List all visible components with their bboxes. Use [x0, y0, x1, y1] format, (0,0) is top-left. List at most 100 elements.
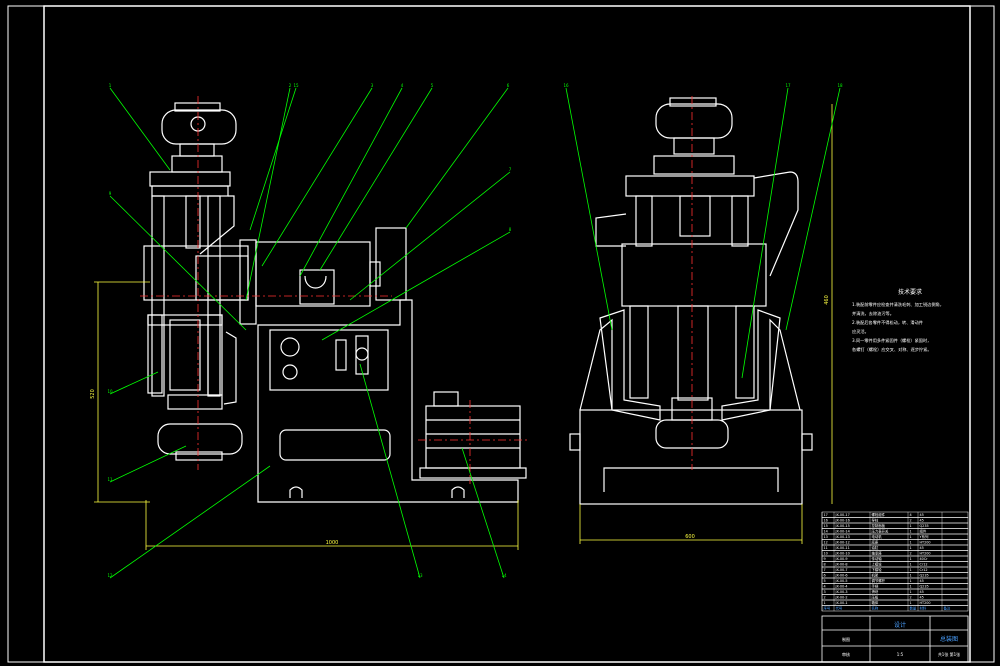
inner-border — [43, 5, 971, 663]
motor-base — [419, 467, 527, 479]
gearbox-shaft-end — [369, 261, 381, 287]
parts-cell: JX-00-12 — [835, 541, 850, 545]
handle — [199, 195, 235, 255]
parts-cell: 油缸 — [872, 545, 879, 550]
parts-cell: 5 — [824, 579, 826, 583]
parts-header-cell: 代号 — [836, 606, 843, 611]
parts-cell: 控制面板 — [872, 523, 886, 528]
gearbox-flange — [239, 239, 257, 325]
parts-cell: JX-00-2 — [835, 596, 848, 600]
parts-cell: 6 — [824, 574, 826, 578]
r-base-knob-left — [569, 433, 581, 451]
parts-cell: 1 — [910, 579, 912, 583]
title-block — [821, 615, 969, 663]
callout-number: 13 — [417, 573, 423, 578]
parts-header-cell: 名称 — [872, 606, 879, 611]
parts-cell: 手柄 — [872, 584, 879, 589]
parts-cell: 1 — [910, 574, 912, 578]
front-view — [143, 102, 527, 503]
r-lower-col-left — [629, 305, 649, 399]
parts-cell: 1 — [910, 524, 912, 528]
parts-cell: JX-00-9 — [835, 557, 848, 561]
leader-lines — [109, 87, 841, 579]
parts-cell: JX-00-4 — [835, 585, 848, 589]
leader-line — [261, 87, 373, 267]
callout-number: 11 — [107, 477, 113, 482]
callout-number: 10 — [107, 389, 113, 394]
parts-header-cell: 数量 — [910, 606, 917, 611]
parts-cell: 2 — [910, 596, 912, 600]
main-block-inner — [195, 255, 249, 301]
callout-number: 3 — [371, 83, 374, 88]
parts-cell: 滑块 — [872, 589, 879, 594]
r-top-wheel-cap — [669, 97, 717, 107]
tb-scale: 1:5 — [897, 652, 904, 657]
parts-cell: 16 — [824, 519, 828, 523]
parts-cell: JX-00-16 — [835, 519, 850, 523]
parts-cell: Q235 — [920, 524, 929, 528]
callout-number: 9 — [109, 191, 112, 196]
parts-cell: 压板 — [872, 595, 879, 600]
tb-school: 设计 — [894, 621, 906, 629]
parts-cell: 40Cr — [920, 557, 929, 561]
callout-number: 2 — [289, 83, 292, 88]
parts-cell: 轴承座 — [872, 551, 883, 556]
leader-line — [565, 87, 613, 331]
note-line: 并清洗，去除油污等。 — [852, 310, 894, 317]
parts-cell: 45 — [920, 579, 924, 583]
parts-cell: 10 — [824, 552, 828, 556]
notes-title: 技术要求 — [898, 288, 922, 296]
parts-cell: JX-00-8 — [835, 563, 848, 567]
r-column-left — [635, 195, 653, 247]
leader-line — [461, 447, 505, 579]
leader-line — [299, 87, 403, 277]
parts-cell: 下模轮 — [872, 567, 883, 572]
parts-cell: JX-00-10 — [835, 552, 850, 556]
parts-header-cell: 材料 — [920, 606, 927, 611]
leader-line — [109, 465, 271, 579]
parts-cell: JX-00-3 — [835, 590, 848, 594]
bottom-wheel — [157, 423, 243, 455]
right-dimensions — [579, 104, 833, 544]
leader-line — [319, 87, 433, 271]
parts-cell: HT200 — [920, 552, 931, 556]
parts-cell: 4 — [824, 585, 826, 589]
parts-cell: JX-00-13 — [835, 535, 850, 539]
parts-cell: 2 — [824, 596, 826, 600]
parts-cell: 45 — [920, 519, 924, 523]
parts-cell: Q235 — [920, 585, 929, 589]
parts-cell: JX-00-5 — [835, 579, 848, 583]
leader-line — [109, 195, 247, 331]
note-line: 应灵活。 — [852, 328, 869, 335]
parts-cell: 机架 — [872, 573, 879, 578]
note-line: 1.装配前零件应检查并清洗毛刺、加工锐边倒角， — [852, 301, 944, 308]
pressure-gauge — [280, 337, 300, 357]
parts-cell: 上模轮 — [872, 562, 883, 567]
parts-cell: Y系列 — [920, 534, 929, 539]
parts-cell: JX-00-6 — [835, 574, 848, 578]
left-width-dim-text: 1000 — [326, 540, 339, 546]
parts-cell: 17 — [824, 513, 828, 517]
parts-cell: 13 — [824, 535, 828, 539]
parts-cell: 1 — [910, 601, 912, 605]
side-view — [569, 97, 813, 505]
parts-cell: 12 — [824, 541, 828, 545]
callout-number: 15 — [293, 83, 299, 88]
parts-cell: 8 — [824, 563, 826, 567]
top-wheel-cap — [174, 102, 221, 112]
tb-checker: 审核 — [842, 651, 850, 657]
parts-cell: 螺栓组件 — [872, 512, 886, 517]
parts-cell: 1 — [910, 585, 912, 589]
leader-line — [349, 171, 511, 301]
switch-knob — [355, 347, 369, 361]
leader-line — [741, 87, 789, 379]
parts-cell: 1 — [824, 601, 826, 605]
parts-cell: 1 — [910, 530, 912, 534]
r-base — [579, 409, 803, 505]
parts-cell: 45 — [920, 546, 924, 550]
parts-cell: 9 — [824, 557, 826, 561]
leader-line — [245, 87, 291, 301]
tb-sheet: 共1张 第1张 — [938, 651, 960, 657]
